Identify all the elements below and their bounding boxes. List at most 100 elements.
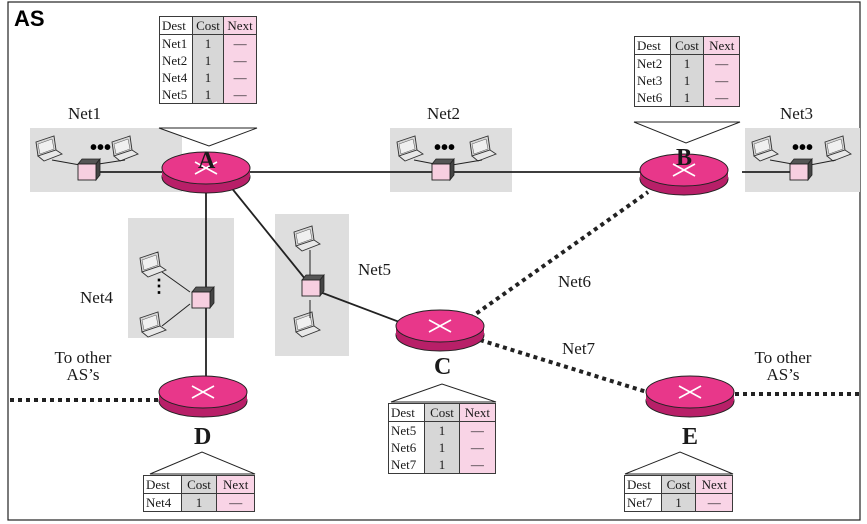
header-next: Next	[223, 16, 257, 35]
net3-label: Net3	[780, 104, 814, 123]
link-c-e-net7	[479, 338, 651, 395]
callout-d	[149, 451, 256, 475]
cell-next: —	[703, 54, 740, 72]
link-a-net5	[229, 185, 311, 286]
header-next: Next	[216, 475, 255, 494]
cell-cost: 1	[669, 54, 705, 72]
cell-cost: 1	[424, 439, 460, 456]
net7-label: Net7	[562, 339, 596, 358]
header-dest: Dest	[143, 475, 182, 494]
header-next: Next	[458, 403, 497, 422]
external-left-line2: AS’s	[66, 365, 100, 384]
cell-dest: Net2	[159, 52, 193, 69]
cell-next: —	[458, 456, 497, 474]
cell-dest: Net4	[143, 493, 182, 512]
cell-dest: Net7	[387, 456, 426, 474]
router-c-label: C	[434, 354, 452, 380]
external-left-line1: To other	[54, 348, 112, 367]
cell-dest: Net5	[387, 421, 426, 439]
cell-next: —	[223, 69, 257, 86]
header-cost: Cost	[180, 475, 218, 494]
net1-panel	[30, 128, 182, 192]
external-right-line2: AS’s	[766, 365, 800, 384]
net4-switch	[191, 286, 215, 309]
link-c-b-net6	[468, 190, 650, 320]
cell-cost: 1	[424, 456, 460, 474]
callout-b	[633, 121, 741, 144]
cell-cost: 1	[191, 52, 225, 69]
external-right-line1: To other	[754, 348, 812, 367]
cell-next: —	[695, 493, 733, 512]
net5-switch	[301, 274, 325, 297]
header-cost: Cost	[660, 475, 697, 494]
router-d	[158, 375, 248, 418]
cell-dest: Net6	[387, 439, 426, 456]
header-next: Next	[703, 36, 740, 55]
router-e	[645, 375, 735, 418]
link-net5-c	[319, 291, 411, 327]
net2-label: Net2	[427, 104, 461, 123]
net1-switch	[77, 158, 101, 181]
router-d-label: D	[194, 424, 212, 450]
cell-dest: Net3	[634, 72, 671, 89]
header-dest: Dest	[634, 36, 671, 55]
cell-dest: Net1	[159, 34, 193, 52]
header-dest: Dest	[624, 475, 662, 494]
cell-next: —	[703, 72, 740, 89]
cell-cost: 1	[669, 89, 705, 107]
header-cost: Cost	[191, 16, 225, 35]
cell-cost: 1	[669, 72, 705, 89]
as-label: AS	[14, 6, 45, 31]
cell-next: —	[458, 421, 497, 439]
net6-label: Net6	[558, 272, 592, 291]
ellipsis-icon: •••	[792, 137, 813, 159]
cell-dest: Net7	[624, 493, 662, 512]
cell-dest: Net5	[159, 86, 193, 104]
net3-switch	[789, 158, 813, 181]
ellipsis-icon: •••	[434, 137, 455, 159]
cell-cost: 1	[424, 421, 460, 439]
cell-cost: 1	[191, 69, 225, 86]
callout-e	[624, 451, 734, 475]
router-c	[395, 309, 485, 352]
header-next: Next	[695, 475, 733, 494]
cell-cost: 1	[191, 34, 225, 52]
router-b-label: B	[676, 145, 693, 171]
cell-next: —	[703, 89, 740, 107]
net1-label: Net1	[68, 104, 102, 123]
router-e-label: E	[682, 424, 699, 450]
cell-cost: 1	[180, 493, 218, 512]
header-cost: Cost	[424, 403, 460, 422]
as-boundary	[7, 1, 861, 521]
cell-dest: Net2	[634, 54, 671, 72]
cell-dest: Net6	[634, 89, 671, 107]
callout-c	[390, 383, 497, 403]
callout-a	[158, 127, 258, 147]
router-a-label: A	[198, 148, 216, 174]
cell-next: —	[216, 493, 255, 512]
net2-switch	[431, 158, 455, 181]
header-cost: Cost	[669, 36, 705, 55]
header-dest: Dest	[159, 16, 193, 35]
cell-cost: 1	[660, 493, 697, 512]
cell-next: —	[223, 86, 257, 104]
ellipsis-icon: •••	[90, 137, 111, 159]
header-dest: Dest	[387, 403, 426, 422]
